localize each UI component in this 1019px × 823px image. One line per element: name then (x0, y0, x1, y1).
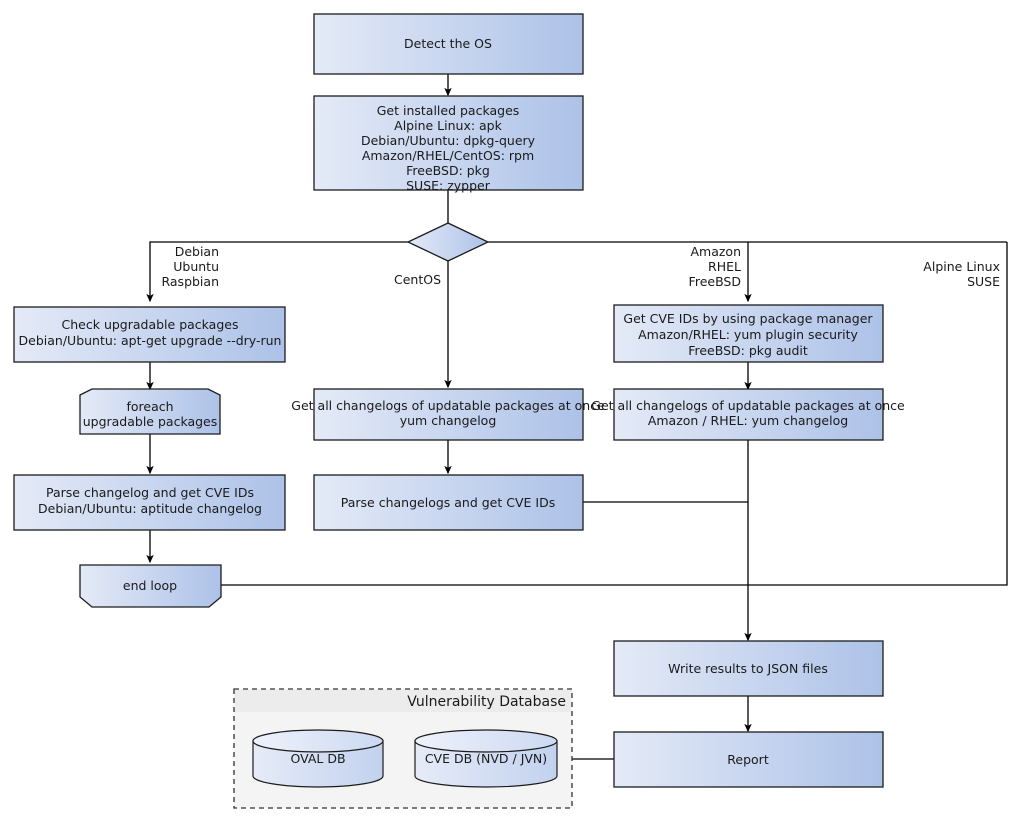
node-end-loop-label: end loop (123, 578, 177, 593)
node-check-upgradable-packages[interactable]: Check upgradable packages Debian/Ubuntu:… (13, 306, 286, 363)
edge-alpine-bypass (748, 242, 1008, 586)
node-get-installed-packages-line-4: Amazon/RHEL/CentOS: rpm (362, 148, 534, 163)
node-get-installed-packages-line-3: Debian/Ubuntu: dpkg-query (361, 133, 536, 148)
node-os-family-decision[interactable] (406, 222, 490, 262)
node-report-label: Report (727, 752, 769, 767)
branch-label-alpine-line-2: SUSE (967, 274, 1000, 289)
node-get-installed-packages-line-2: Alpine Linux: apk (394, 118, 502, 133)
node-get-cve-ids-line-3: FreeBSD: pkg audit (688, 343, 808, 358)
branch-label-centos: CentOS (394, 272, 441, 287)
node-get-installed-packages-line-1: Get installed packages (377, 103, 520, 118)
node-detect-the-os-line-1: Detect the OS (404, 36, 492, 51)
group-header-band (235, 690, 571, 712)
node-get-cve-ids-line-1: Get CVE IDs by using package manager (623, 311, 873, 326)
node-check-upgradable-line-1: Check upgradable packages (62, 317, 239, 332)
database-oval-db-label: OVAL DB (290, 751, 345, 766)
node-parse-changelog-debian-line-2: Debian/Ubuntu: aptitude changelog (38, 501, 262, 516)
branch-label-debian-line-1: Debian (175, 244, 219, 259)
node-parse-changelog-debian-line-1: Parse changelog and get CVE IDs (46, 485, 254, 500)
branch-label-amazon-line-2: RHEL (708, 259, 741, 274)
branch-label-amazon-line-3: FreeBSD (689, 274, 741, 289)
group-title: Vulnerability Database (407, 694, 566, 710)
node-foreach-line-1: foreach (126, 399, 173, 414)
branch-label-debian-line-2: Ubuntu (173, 259, 219, 274)
branch-label-amazon-line-1: Amazon (690, 244, 741, 259)
node-end-loop[interactable]: end loop (79, 564, 222, 608)
node-parse-changelogs-centos-label: Parse changelogs and get CVE IDs (341, 495, 555, 510)
node-get-cve-ids-by-package-manager[interactable]: Get CVE IDs by using package manager Ama… (613, 304, 884, 363)
node-check-upgradable-line-2: Debian/Ubuntu: apt-get upgrade --dry-run (19, 333, 282, 348)
node-report[interactable]: Report (613, 731, 884, 788)
node-write-results-to-json-files[interactable]: Write results to JSON files (613, 640, 884, 697)
node-parse-changelog-debian[interactable]: Parse changelog and get CVE IDs Debian/U… (13, 474, 286, 531)
node-foreach-upgradable-packages[interactable]: foreach upgradable packages (79, 388, 221, 435)
node-foreach-line-2: upgradable packages (83, 414, 218, 429)
branch-label-debian-line-3: Raspbian (161, 274, 219, 289)
node-get-installed-packages-line-5: FreeBSD: pkg (406, 163, 490, 178)
branch-label-debian: Debian Ubuntu Raspbian (161, 244, 219, 289)
branch-label-amazon: Amazon RHEL FreeBSD (689, 244, 741, 289)
node-changelogs-centos-line-1: Get all changelogs of updatable packages… (291, 398, 605, 413)
vulnerability-database-group: Vulnerability Database OVAL DB CVE DB (N… (233, 688, 573, 809)
node-get-all-changelogs-amazon[interactable]: Get all changelogs of updatable packages… (591, 388, 905, 441)
database-cve-db[interactable]: CVE DB (NVD / JVN) (414, 729, 558, 788)
node-get-installed-packages-line-6: SUSE: zypper (406, 178, 491, 193)
node-parse-changelogs-centos[interactable]: Parse changelogs and get CVE IDs (313, 474, 584, 531)
node-get-installed-packages[interactable]: Get installed packages Alpine Linux: apk… (313, 95, 584, 193)
branch-label-alpine-line-1: Alpine Linux (923, 259, 1000, 274)
node-get-all-changelogs-centos[interactable]: Get all changelogs of updatable packages… (291, 388, 605, 441)
node-changelogs-amazon-line-1: Get all changelogs of updatable packages… (591, 398, 905, 413)
edges (146, 74, 1008, 760)
branch-label-centos-line-1: CentOS (394, 272, 441, 287)
node-changelogs-centos-line-2: yum changelog (400, 413, 497, 428)
database-cve-db-label: CVE DB (NVD / JVN) (425, 751, 547, 766)
branch-label-alpine: Alpine Linux SUSE (923, 259, 1000, 289)
database-oval-db[interactable]: OVAL DB (252, 729, 384, 788)
node-changelogs-amazon-line-2: Amazon / RHEL: yum changelog (648, 413, 848, 428)
node-detect-the-os[interactable]: Detect the OS (313, 13, 584, 75)
node-write-results-label: Write results to JSON files (668, 661, 828, 676)
edge-decision-to-debian (146, 241, 408, 303)
node-get-cve-ids-line-2: Amazon/RHEL: yum plugin security (638, 327, 858, 342)
